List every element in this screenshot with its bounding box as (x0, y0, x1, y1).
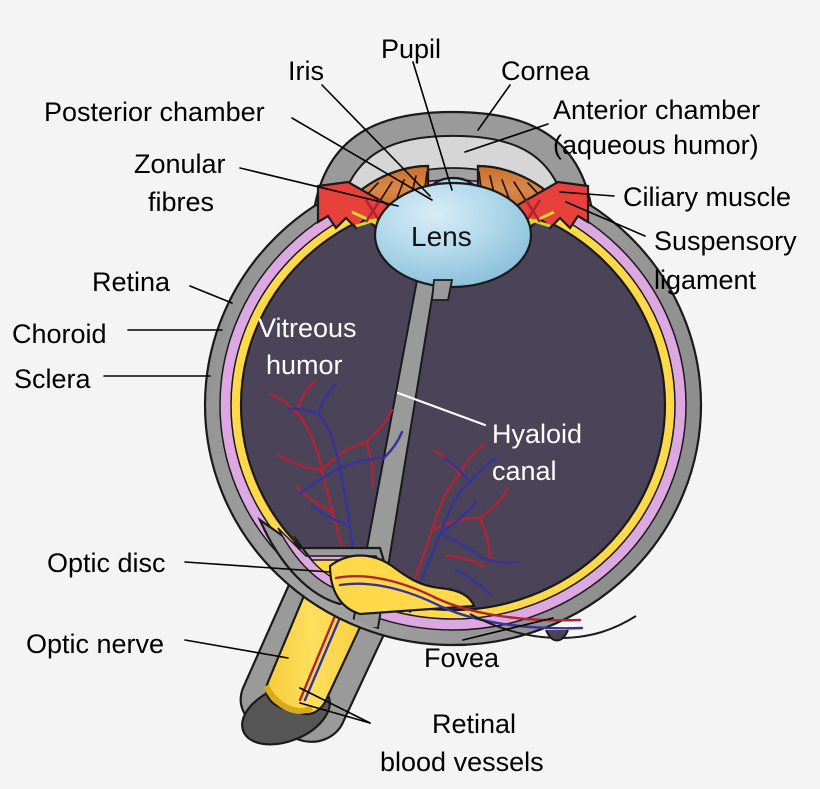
label-hyaloid-canal-line1: Hyaloid (492, 419, 582, 449)
label-anterior-chamber-line1: Anterior chamber (553, 95, 760, 125)
label-ciliary-muscle: Ciliary muscle (623, 182, 791, 212)
label-posterior-chamber: Posterior chamber (44, 97, 265, 127)
label-optic-disc: Optic disc (47, 548, 166, 578)
label-vitreous-humor-line1: Vitreous (258, 313, 357, 343)
leader-retina (189, 285, 233, 304)
label-zonular-fibres-line1: Zonular (134, 149, 226, 179)
leader-fovea (462, 617, 554, 641)
leader-cornea (477, 84, 511, 131)
label-sclera: Sclera (14, 364, 92, 394)
leader-pupil (412, 61, 453, 191)
optic-disc-junction (257, 516, 584, 630)
fovea-region (469, 613, 637, 642)
label-choroid: Choroid (12, 319, 107, 349)
label-retinal-blood-vessels-line2: blood vessels (380, 747, 544, 777)
hyaloid-canal-stalk (431, 279, 454, 301)
leader-zonular-fibres (239, 167, 399, 207)
label-vitreous-humor-line2: humor (266, 350, 343, 380)
label-hyaloid-canal-line2: canal (492, 456, 557, 486)
leader-anterior-chamber (464, 123, 549, 153)
retinal-vessels-left (268, 380, 404, 577)
leader-retinal-vessels-2 (299, 687, 371, 724)
leader-iris (321, 84, 431, 197)
label-pupil: Pupil (381, 34, 441, 64)
label-zonular-fibres-line2: fibres (148, 187, 214, 217)
label-optic-nerve: Optic nerve (26, 629, 164, 659)
label-anterior-chamber-line2: (aqueous humor) (553, 130, 759, 160)
disc-artery (334, 575, 582, 622)
label-suspensory-ligament-line1: Suspensory (654, 226, 797, 256)
label-cornea: Cornea (501, 56, 591, 86)
leader-optic-nerve (184, 639, 289, 659)
label-lens: Lens (411, 221, 472, 252)
lens (373, 181, 533, 289)
label-iris: Iris (288, 56, 324, 86)
leader-ciliary-muscle (559, 191, 615, 197)
leader-optic-disc (184, 561, 331, 573)
leader-retinal-vessels-1 (299, 702, 371, 724)
leader-suspensory-ligament (565, 201, 646, 237)
leader-hyaloid-canal (396, 391, 487, 427)
disc-vein (338, 582, 584, 630)
label-suspensory-ligament-line2: ligament (654, 265, 757, 295)
leader-lines (103, 61, 646, 724)
leader-posterior-chamber (291, 117, 433, 201)
label-retina: Retina (92, 267, 171, 297)
optic-nerve-core-cut (263, 684, 314, 714)
fovea-pit (545, 629, 569, 642)
label-fovea: Fovea (424, 643, 500, 673)
label-retinal-blood-vessels-line1: Retinal (432, 709, 516, 739)
